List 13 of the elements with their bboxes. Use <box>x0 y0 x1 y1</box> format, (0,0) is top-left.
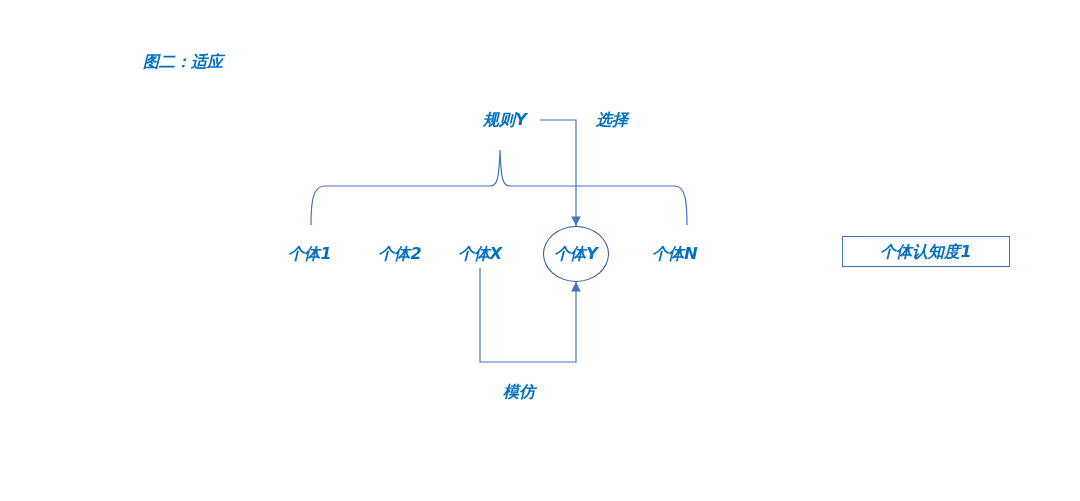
node-label: 个体X <box>452 242 508 266</box>
node-label: 个体认知度1 <box>880 241 972 262</box>
arrow <box>479 267 581 363</box>
node-label: 规则Y <box>470 108 540 132</box>
node-label: 个体1 <box>282 242 338 266</box>
edge-label: 选择 <box>596 110 628 130</box>
arrow <box>539 119 581 227</box>
text-box <box>842 236 1010 267</box>
node-label: 个体2 <box>372 242 428 266</box>
node-label: 个体N <box>646 242 704 266</box>
node-label: 个体Y <box>554 244 598 264</box>
edge-label: 模仿 <box>503 382 535 402</box>
title: 图二：适应 <box>143 52 223 72</box>
